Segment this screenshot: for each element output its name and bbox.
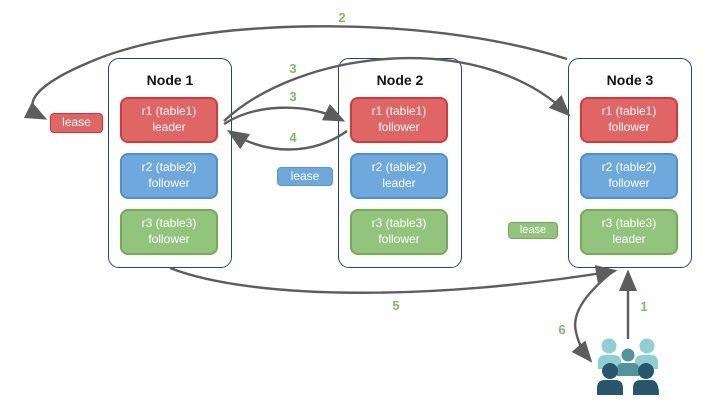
replica-role: follower <box>378 120 420 134</box>
node-2-box: Node 2 r1 (table1) follower r2 (table2) … <box>338 58 462 268</box>
step-label-1: 1 <box>640 299 648 314</box>
replica-name: r1 (table1) <box>601 104 657 119</box>
replica-name: r3 (table3) <box>371 216 427 231</box>
replica-role: follower <box>148 232 190 246</box>
node-3-replica-r3: r3 (table3) leader <box>580 209 678 255</box>
step-label-5: 5 <box>392 298 400 313</box>
replica-name: r2 (table2) <box>371 160 427 175</box>
node-2-replica-r3: r3 (table3) follower <box>350 209 448 255</box>
replica-role: leader <box>382 176 416 190</box>
replica-name: r1 (table1) <box>141 104 197 119</box>
node-3-title: Node 3 <box>606 72 654 88</box>
node-3-replica-r1: r1 (table1) follower <box>580 97 678 143</box>
arrow-step-5 <box>169 265 618 294</box>
replica-name: r2 (table2) <box>601 160 657 175</box>
node-2-replica-r1: r1 (table1) follower <box>350 97 448 143</box>
node-1-replica-r3: r3 (table3) follower <box>120 209 218 255</box>
users-icon <box>597 338 659 395</box>
node-2-title: Node 2 <box>376 72 424 88</box>
replica-role: follower <box>378 232 420 246</box>
replica-name: r2 (table2) <box>141 160 197 175</box>
replica-name: r3 (table3) <box>141 216 197 231</box>
node-3-box: Node 3 r1 (table1) follower r2 (table2) … <box>568 58 692 268</box>
node-1-replica-r2: r2 (table2) follower <box>120 153 218 199</box>
node-2-replica-r2: r2 (table2) leader <box>350 153 448 199</box>
replica-role: follower <box>148 176 190 190</box>
replica-name: r1 (table1) <box>371 104 427 119</box>
step-label-4: 4 <box>289 130 297 145</box>
step-label-2: 2 <box>338 10 346 25</box>
arrow-step-3-node2 <box>223 104 346 126</box>
step-label-3a: 3 <box>289 61 297 76</box>
lease-tag-table2: lease <box>277 167 333 186</box>
replica-role: leader <box>152 120 186 134</box>
replica-role: follower <box>608 120 650 134</box>
replica-role: leader <box>612 232 646 246</box>
replica-name: r3 (table3) <box>601 216 657 231</box>
step-label-3b: 3 <box>289 89 297 104</box>
node-3-replica-r2: r2 (table2) follower <box>580 153 678 199</box>
node-1-replica-r1: r1 (table1) leader <box>120 97 218 143</box>
replica-role: follower <box>608 176 650 190</box>
lease-tag-table3: lease <box>508 222 558 239</box>
node-1-title: Node 1 <box>146 72 194 88</box>
node-1-box: Node 1 r1 (table1) leader r2 (table2) fo… <box>108 58 232 268</box>
step-label-6: 6 <box>558 322 566 337</box>
lease-tag-table1: lease <box>50 113 103 133</box>
